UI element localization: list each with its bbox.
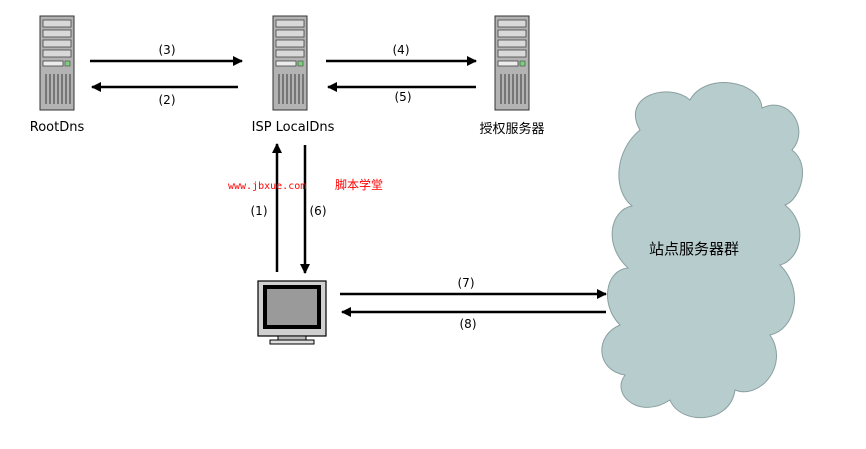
- watermark-url: www.jbxue.com: [228, 181, 306, 192]
- arrow-8-label: (8): [460, 317, 477, 331]
- arrow-7-label: (7): [458, 276, 475, 290]
- auth-server-label: 授权服务器: [479, 121, 544, 137]
- site-cluster-cloud-icon: [601, 82, 803, 419]
- arrow-2-label: (2): [159, 93, 176, 107]
- watermark-site: 脚本学堂: [335, 177, 383, 192]
- arrow-4-label: (4): [393, 43, 410, 57]
- root-dns-server-icon: [39, 15, 75, 111]
- arrow-5-label: (5): [395, 90, 412, 104]
- isp-local-dns-server-icon: [272, 15, 308, 111]
- arrow-3-label: (3): [159, 43, 176, 57]
- root-dns-label: RootDns: [30, 120, 85, 135]
- site-cluster-label: 站点服务器群: [649, 240, 739, 258]
- auth-server-icon: [494, 15, 530, 111]
- client-computer-icon: [257, 280, 327, 345]
- arrow-6-label: (6): [310, 204, 327, 218]
- arrow-1-label: (1): [251, 204, 268, 218]
- isp-local-dns-label: ISP LocalDns: [252, 120, 335, 135]
